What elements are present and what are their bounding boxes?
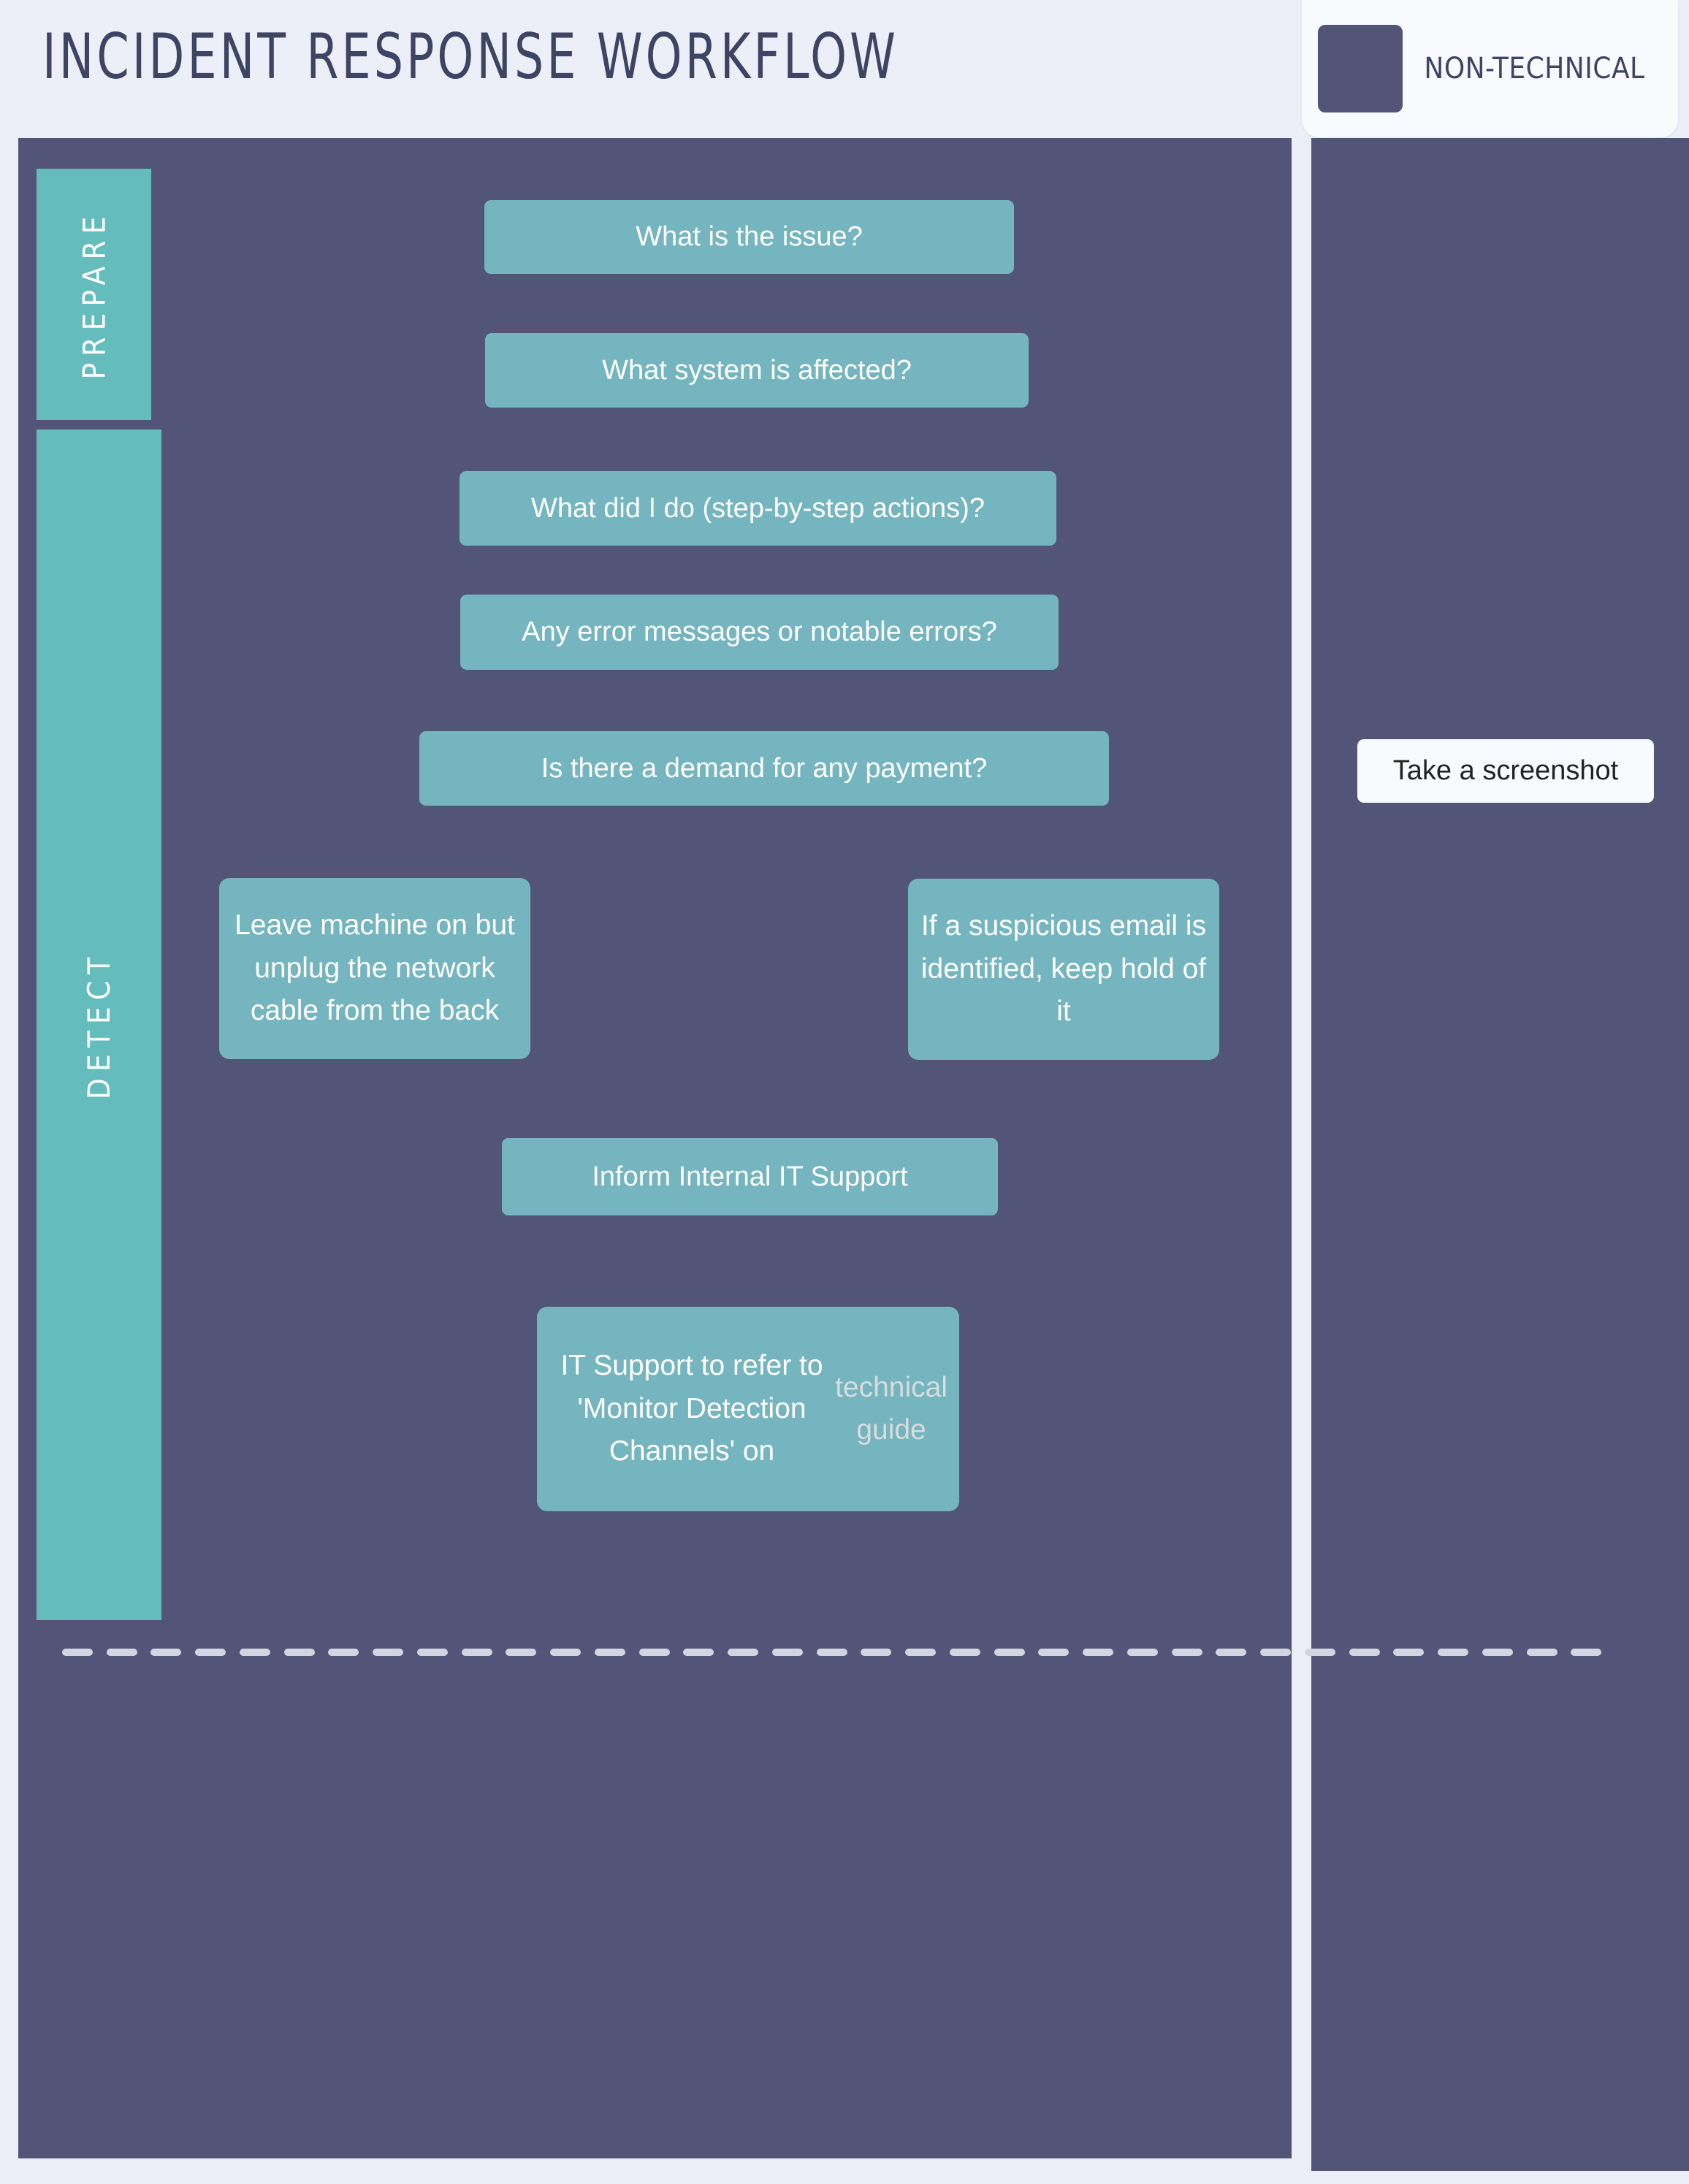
divider-dash	[861, 1649, 892, 1656]
swimlane-prepare-label: PREPARE	[76, 210, 112, 379]
task-box-step-by-step-actions[interactable]: What did I do (step-by-step actions)?	[460, 471, 1056, 546]
divider-dash	[949, 1649, 980, 1656]
divider-dash	[1260, 1649, 1292, 1656]
divider-dash	[416, 1649, 448, 1656]
phase-divider-dashed-line	[62, 1649, 1615, 1656]
task-box-error-messages[interactable]: Any error messages or notable errors?	[460, 595, 1059, 670]
divider-dash	[1126, 1649, 1158, 1656]
divider-dash	[550, 1649, 582, 1656]
task-box-suspicious-email[interactable]: If a suspicious email is identified, kee…	[908, 879, 1219, 1060]
legend-swatch-non-technical	[1318, 25, 1403, 112]
divider-dash	[328, 1649, 359, 1656]
divider-dash	[62, 1649, 93, 1656]
divider-dash	[683, 1649, 714, 1656]
page-title: INCIDENT RESPONSE WORKFLOW	[42, 20, 899, 93]
divider-dash	[816, 1649, 847, 1656]
divider-dash	[594, 1649, 625, 1656]
divider-dash	[1438, 1649, 1469, 1656]
divider-dash	[461, 1649, 492, 1656]
side-panel	[1311, 138, 1689, 2171]
technical-guide-link[interactable]: technical guide	[835, 1371, 948, 1446]
divider-dash	[1038, 1649, 1070, 1656]
task-box-what-system-is-affected[interactable]: What system is affected?	[485, 333, 1029, 408]
divider-dash	[771, 1649, 803, 1656]
task-box-refer-text: IT Support to refer to 'Monitor Detectio…	[560, 1350, 823, 1467]
legend-label: NON-TECHNICAL	[1424, 51, 1645, 85]
divider-dash	[506, 1649, 537, 1656]
task-box-refer-monitor-detection-channels[interactable]: IT Support to refer to 'Monitor Detectio…	[537, 1307, 959, 1511]
divider-dash	[1349, 1649, 1380, 1656]
task-box-unplug-network-cable[interactable]: Leave machine on but unplug the network …	[219, 878, 530, 1059]
task-box-inform-internal-it-support[interactable]: Inform Internal IT Support	[502, 1138, 998, 1215]
task-box-demand-for-payment[interactable]: Is there a demand for any payment?	[419, 731, 1109, 806]
divider-dash	[150, 1649, 182, 1656]
swimlane-prepare: PREPARE	[37, 169, 151, 420]
divider-dash	[1482, 1649, 1513, 1656]
swimlane-detect: DETECT	[37, 429, 161, 1620]
divider-dash	[1171, 1649, 1202, 1656]
divider-dash	[283, 1649, 315, 1656]
divider-dash	[1393, 1649, 1425, 1656]
divider-dash	[106, 1649, 137, 1656]
divider-dash	[239, 1649, 270, 1656]
divider-dash	[638, 1649, 670, 1656]
legend-card: NON-TECHNICAL	[1302, 0, 1678, 137]
divider-dash	[1526, 1649, 1558, 1656]
task-box-what-is-the-issue[interactable]: What is the issue?	[484, 200, 1014, 274]
divider-dash	[195, 1649, 226, 1656]
divider-dash	[1083, 1649, 1114, 1656]
swimlane-detect-label: DETECT	[81, 950, 118, 1099]
divider-dash	[1304, 1649, 1335, 1656]
take-a-screenshot-card[interactable]: Take a screenshot	[1357, 739, 1654, 803]
divider-dash	[373, 1649, 404, 1656]
divider-dash	[994, 1649, 1025, 1656]
divider-dash	[1571, 1649, 1602, 1656]
divider-dash	[1216, 1649, 1247, 1656]
divider-dash	[905, 1649, 937, 1656]
divider-dash	[728, 1649, 759, 1656]
